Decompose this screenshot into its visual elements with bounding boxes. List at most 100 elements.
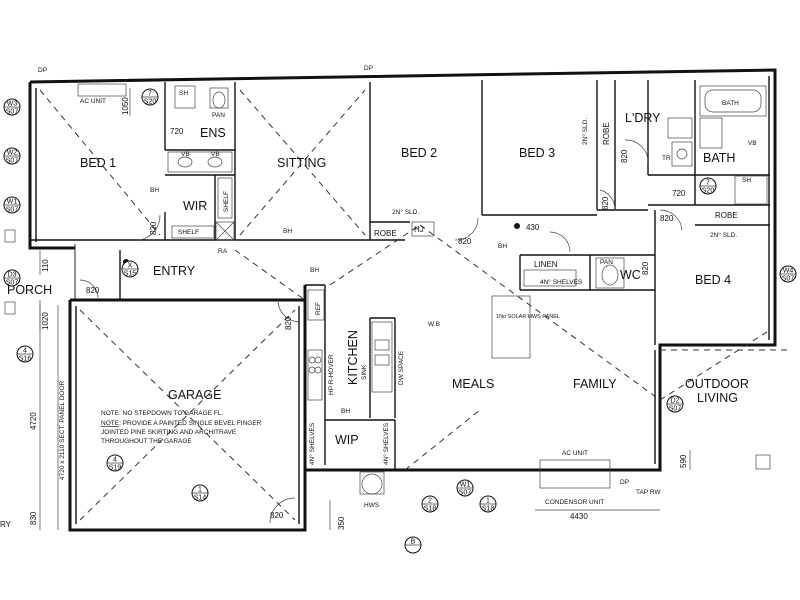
dim-350: 350 — [337, 516, 346, 530]
vb-bath-label: VB — [748, 140, 757, 147]
bh-label-2: BH — [283, 228, 292, 235]
shelf-wir-v-label: SHELF — [223, 191, 230, 212]
bh-label-4: BH — [341, 408, 350, 415]
marker-bottom-text: S18 — [424, 506, 437, 513]
sh-bath-label: SH — [742, 177, 751, 184]
sh-ens-label: SH — [179, 90, 188, 97]
room-sitting: SITTING — [277, 156, 326, 170]
pan-wc-label: PAN — [600, 259, 613, 266]
marker-top-text: 2 — [428, 498, 432, 505]
marker-top-text: 4 — [113, 457, 117, 464]
marker-top-text: 1 — [198, 487, 202, 494]
vb-2-label: VB — [211, 151, 220, 158]
condensor-label: CONDENSOR UNIT — [545, 499, 604, 506]
marker-top-text: W3 — [7, 101, 18, 108]
dim-820-hall: 820 — [601, 196, 610, 210]
room-wir: WIR — [183, 199, 207, 213]
bath-tub-label: BATH — [722, 100, 739, 107]
bh-label-5: BH — [498, 243, 507, 250]
dim-4430: 4430 — [570, 512, 588, 521]
dim-1050: 1050 — [121, 97, 130, 115]
sld-bed3-label: 2N° SLD. — [581, 118, 589, 145]
marker-top-text: 7 — [706, 180, 710, 187]
sld-bed2-label: 2N° SLD. — [392, 208, 419, 216]
dimension-labels: 1050 720 720 820 820 820 820 820 820 820… — [29, 97, 688, 530]
ac-unit-meals-label: AC UNIT — [562, 450, 588, 457]
vb-1-label: VB — [181, 151, 190, 158]
shelves-wip-1-label: 4N° SHELVES — [308, 422, 316, 465]
dim-720-ens: 720 — [170, 127, 184, 136]
door-swings — [79, 139, 683, 524]
dim-820-lnd: 820 — [620, 149, 629, 163]
ra-label: RA — [218, 248, 228, 255]
marker-top-text: W2 — [7, 150, 18, 157]
hws-label: HWS — [364, 502, 380, 509]
marker-bottom-text: S19 — [109, 465, 122, 472]
bh-label-3: BH — [310, 267, 319, 274]
room-bed-1: BED 1 — [80, 156, 116, 170]
marker-bottom-text: S20 — [144, 99, 157, 106]
note-line-2: NOTE: PROVIDE A PAINTED SINGLE BEVEL FIN… — [101, 420, 262, 427]
dim-4720: 4720 — [29, 412, 38, 430]
marker-bottom-text: S16 — [19, 356, 32, 363]
room-bed-2: BED 2 — [401, 146, 437, 160]
dim-590: 590 — [679, 454, 688, 468]
dim-830: 830 — [29, 511, 38, 525]
marker-bottom-text: S14 — [194, 495, 207, 502]
dw-space-label: DW SPACE — [398, 350, 405, 385]
note-line-2-text: : PROVIDE A PAINTED SINGLE BEVEL FINGER — [119, 420, 262, 427]
section-markers: 7S207S204S192S181S18W1S07D2S07W3S07W2S07… — [3, 88, 797, 554]
section-marker: B — [404, 536, 422, 554]
marker-bottom-text: S07 — [6, 109, 19, 116]
exterior-walls — [28, 68, 777, 532]
ref-label: REF — [315, 302, 322, 315]
room-linen: LINEN — [534, 260, 558, 269]
fixtures — [4, 83, 771, 495]
marker-top-text: 4 — [23, 348, 27, 355]
room-meals: MEALS — [452, 377, 494, 391]
dim-430: 430 — [526, 223, 540, 232]
marker-top-text: D2 — [671, 398, 680, 405]
marker-bottom-text: S07 — [6, 280, 19, 287]
room-hj: HJ — [414, 225, 424, 234]
room-entry: ENTRY — [153, 264, 196, 278]
room-bed-3: BED 3 — [519, 146, 555, 160]
dim-1020: 1020 — [41, 312, 50, 330]
dp-label-bottom: DP — [620, 479, 629, 486]
shelf-wir-h-label: SHELF — [178, 229, 199, 236]
note-line-1: NOTE: NO STEPDOWN TO GARAGE FL. — [101, 410, 223, 417]
ceiling-lines — [39, 89, 790, 521]
dim-820-wir: 820 — [149, 221, 158, 235]
dim-4720-door: 4720 x 2110 SECT. PANEL DOOR — [59, 380, 66, 480]
marker-bottom-text: S15 — [124, 271, 137, 278]
bh-label-1: BH — [150, 187, 159, 194]
wb-label: W.B — [428, 321, 440, 328]
marker-bottom-text: S20 — [702, 188, 715, 195]
marker-bottom-text: S07 — [669, 406, 682, 413]
room-garage: GARAGE — [168, 388, 222, 402]
dim-820-garage: 820 — [284, 316, 293, 330]
dp-label-top: DP — [364, 65, 373, 72]
room-ensuite: ENS — [200, 126, 226, 140]
ac-unit-label: AC UNIT — [80, 98, 106, 105]
room-family: FAMILY — [573, 377, 617, 391]
marker-top-text: D3 — [8, 272, 17, 279]
dim-820-gar-bot: 820 — [270, 511, 284, 520]
marker-top-text: B — [411, 539, 416, 546]
room-robe-bed3: ROBE — [602, 122, 611, 145]
dim-820-robe: 820 — [641, 261, 650, 275]
marker-top-text: 1 — [486, 498, 490, 505]
